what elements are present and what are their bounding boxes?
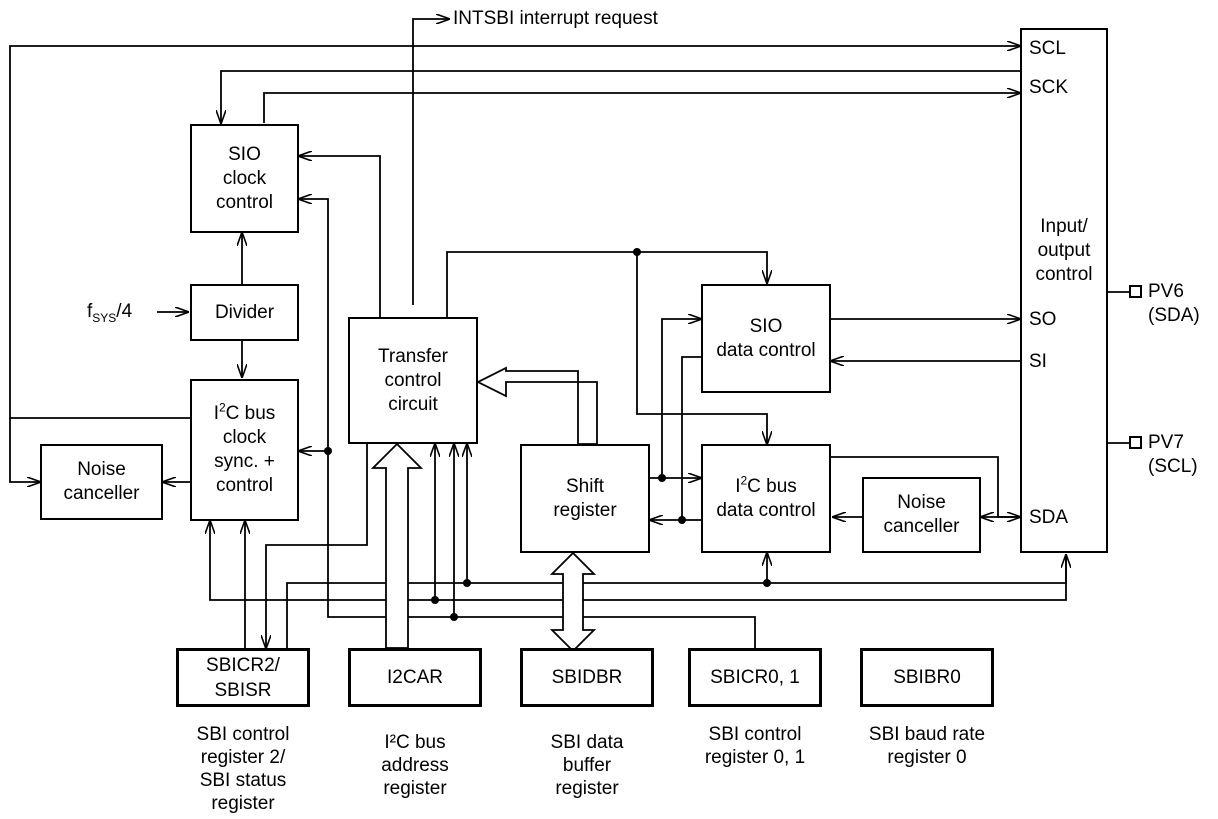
sio-data-control-block: SIO data control bbox=[701, 284, 831, 393]
register-i2car: I2CAR bbox=[348, 648, 482, 707]
junction-dot bbox=[633, 248, 641, 256]
junction-dot bbox=[463, 579, 471, 587]
caption-i2car: I²C bus address register bbox=[381, 732, 449, 799]
wire-scl-out bbox=[9, 46, 1020, 419]
wire-sck-out bbox=[263, 93, 1020, 123]
pv7-label: PV7 (SCL) bbox=[1148, 432, 1198, 477]
caption-sbicr2-sbisr: SBI control register 2/ SBI status regis… bbox=[196, 724, 290, 814]
pv7-pin bbox=[1129, 436, 1142, 449]
io-control-title: Input/ output control bbox=[1035, 216, 1093, 285]
wire-transfer-i2cdata bbox=[636, 252, 767, 444]
wire-transfer-sbicr2 bbox=[266, 444, 368, 648]
wire-scl-in bbox=[9, 418, 40, 482]
junction-dot bbox=[324, 447, 332, 455]
io-pin-si: SI bbox=[1029, 351, 1047, 372]
transfer-control-circuit-block: Transfer control circuit bbox=[348, 317, 478, 444]
junction-dot bbox=[658, 474, 666, 482]
pv6-pin bbox=[1129, 285, 1142, 298]
divider-block: Divider bbox=[190, 284, 299, 341]
io-pin-sck: SCK bbox=[1029, 77, 1069, 98]
io-pin-sda: SDA bbox=[1029, 507, 1069, 528]
input-output-control-block: SCL SCK Input/ output control SO SI SDA bbox=[1020, 28, 1108, 553]
wire-siodata-shift bbox=[650, 356, 701, 520]
fsys-label: fSYS/4 bbox=[87, 301, 133, 325]
sio-clock-control-block: SIO clock control bbox=[190, 124, 299, 233]
wire-sbicr01-bus bbox=[299, 199, 756, 648]
wire-interrupt bbox=[412, 19, 449, 305]
noise-canceller-left-block: Noise canceller bbox=[40, 444, 163, 520]
io-pin-scl: SCL bbox=[1029, 38, 1066, 59]
wire-status-bus bbox=[286, 555, 1066, 648]
wire-transfer-top bbox=[446, 251, 767, 318]
caption-sbidbr: SBI data buffer register bbox=[550, 732, 624, 799]
pv6-label: PV6 (SDA) bbox=[1148, 281, 1200, 326]
register-sbicr2-sbisr: SBICR2/ SBISR bbox=[176, 648, 310, 707]
wire-shift-siodata bbox=[661, 319, 701, 478]
interrupt-label: INTSBI interrupt request bbox=[453, 8, 658, 29]
shift-register-block: Shift register bbox=[520, 444, 650, 553]
junction-dot bbox=[763, 579, 771, 587]
junction-dot bbox=[450, 613, 458, 621]
bus-shift-transfer bbox=[475, 366, 598, 445]
io-pin-so: SO bbox=[1029, 309, 1057, 330]
i2c-bus-data-control-block: I2C bus data control bbox=[701, 444, 831, 553]
junction-dot bbox=[678, 516, 686, 524]
caption-sbicr0-1: SBI control register 0, 1 bbox=[704, 724, 806, 768]
register-sbicr0-1: SBICR0, 1 bbox=[688, 648, 822, 707]
register-sbibr0: SBIBR0 bbox=[860, 648, 994, 707]
bus-sbidbr-shift bbox=[549, 551, 597, 653]
wire-sck-in bbox=[221, 70, 1020, 123]
junction-dot bbox=[431, 596, 439, 604]
wire-transfer-sioclk bbox=[299, 156, 381, 318]
i2c-bus-clock-sync-control-block: I2C bus clock sync. + control bbox=[190, 379, 299, 521]
bus-i2car-transfer bbox=[370, 442, 424, 649]
register-sbidbr: SBIDBR bbox=[520, 648, 654, 707]
caption-sbibr0: SBI baud rate register 0 bbox=[868, 724, 986, 768]
noise-canceller-right-block: Noise canceller bbox=[862, 477, 981, 553]
